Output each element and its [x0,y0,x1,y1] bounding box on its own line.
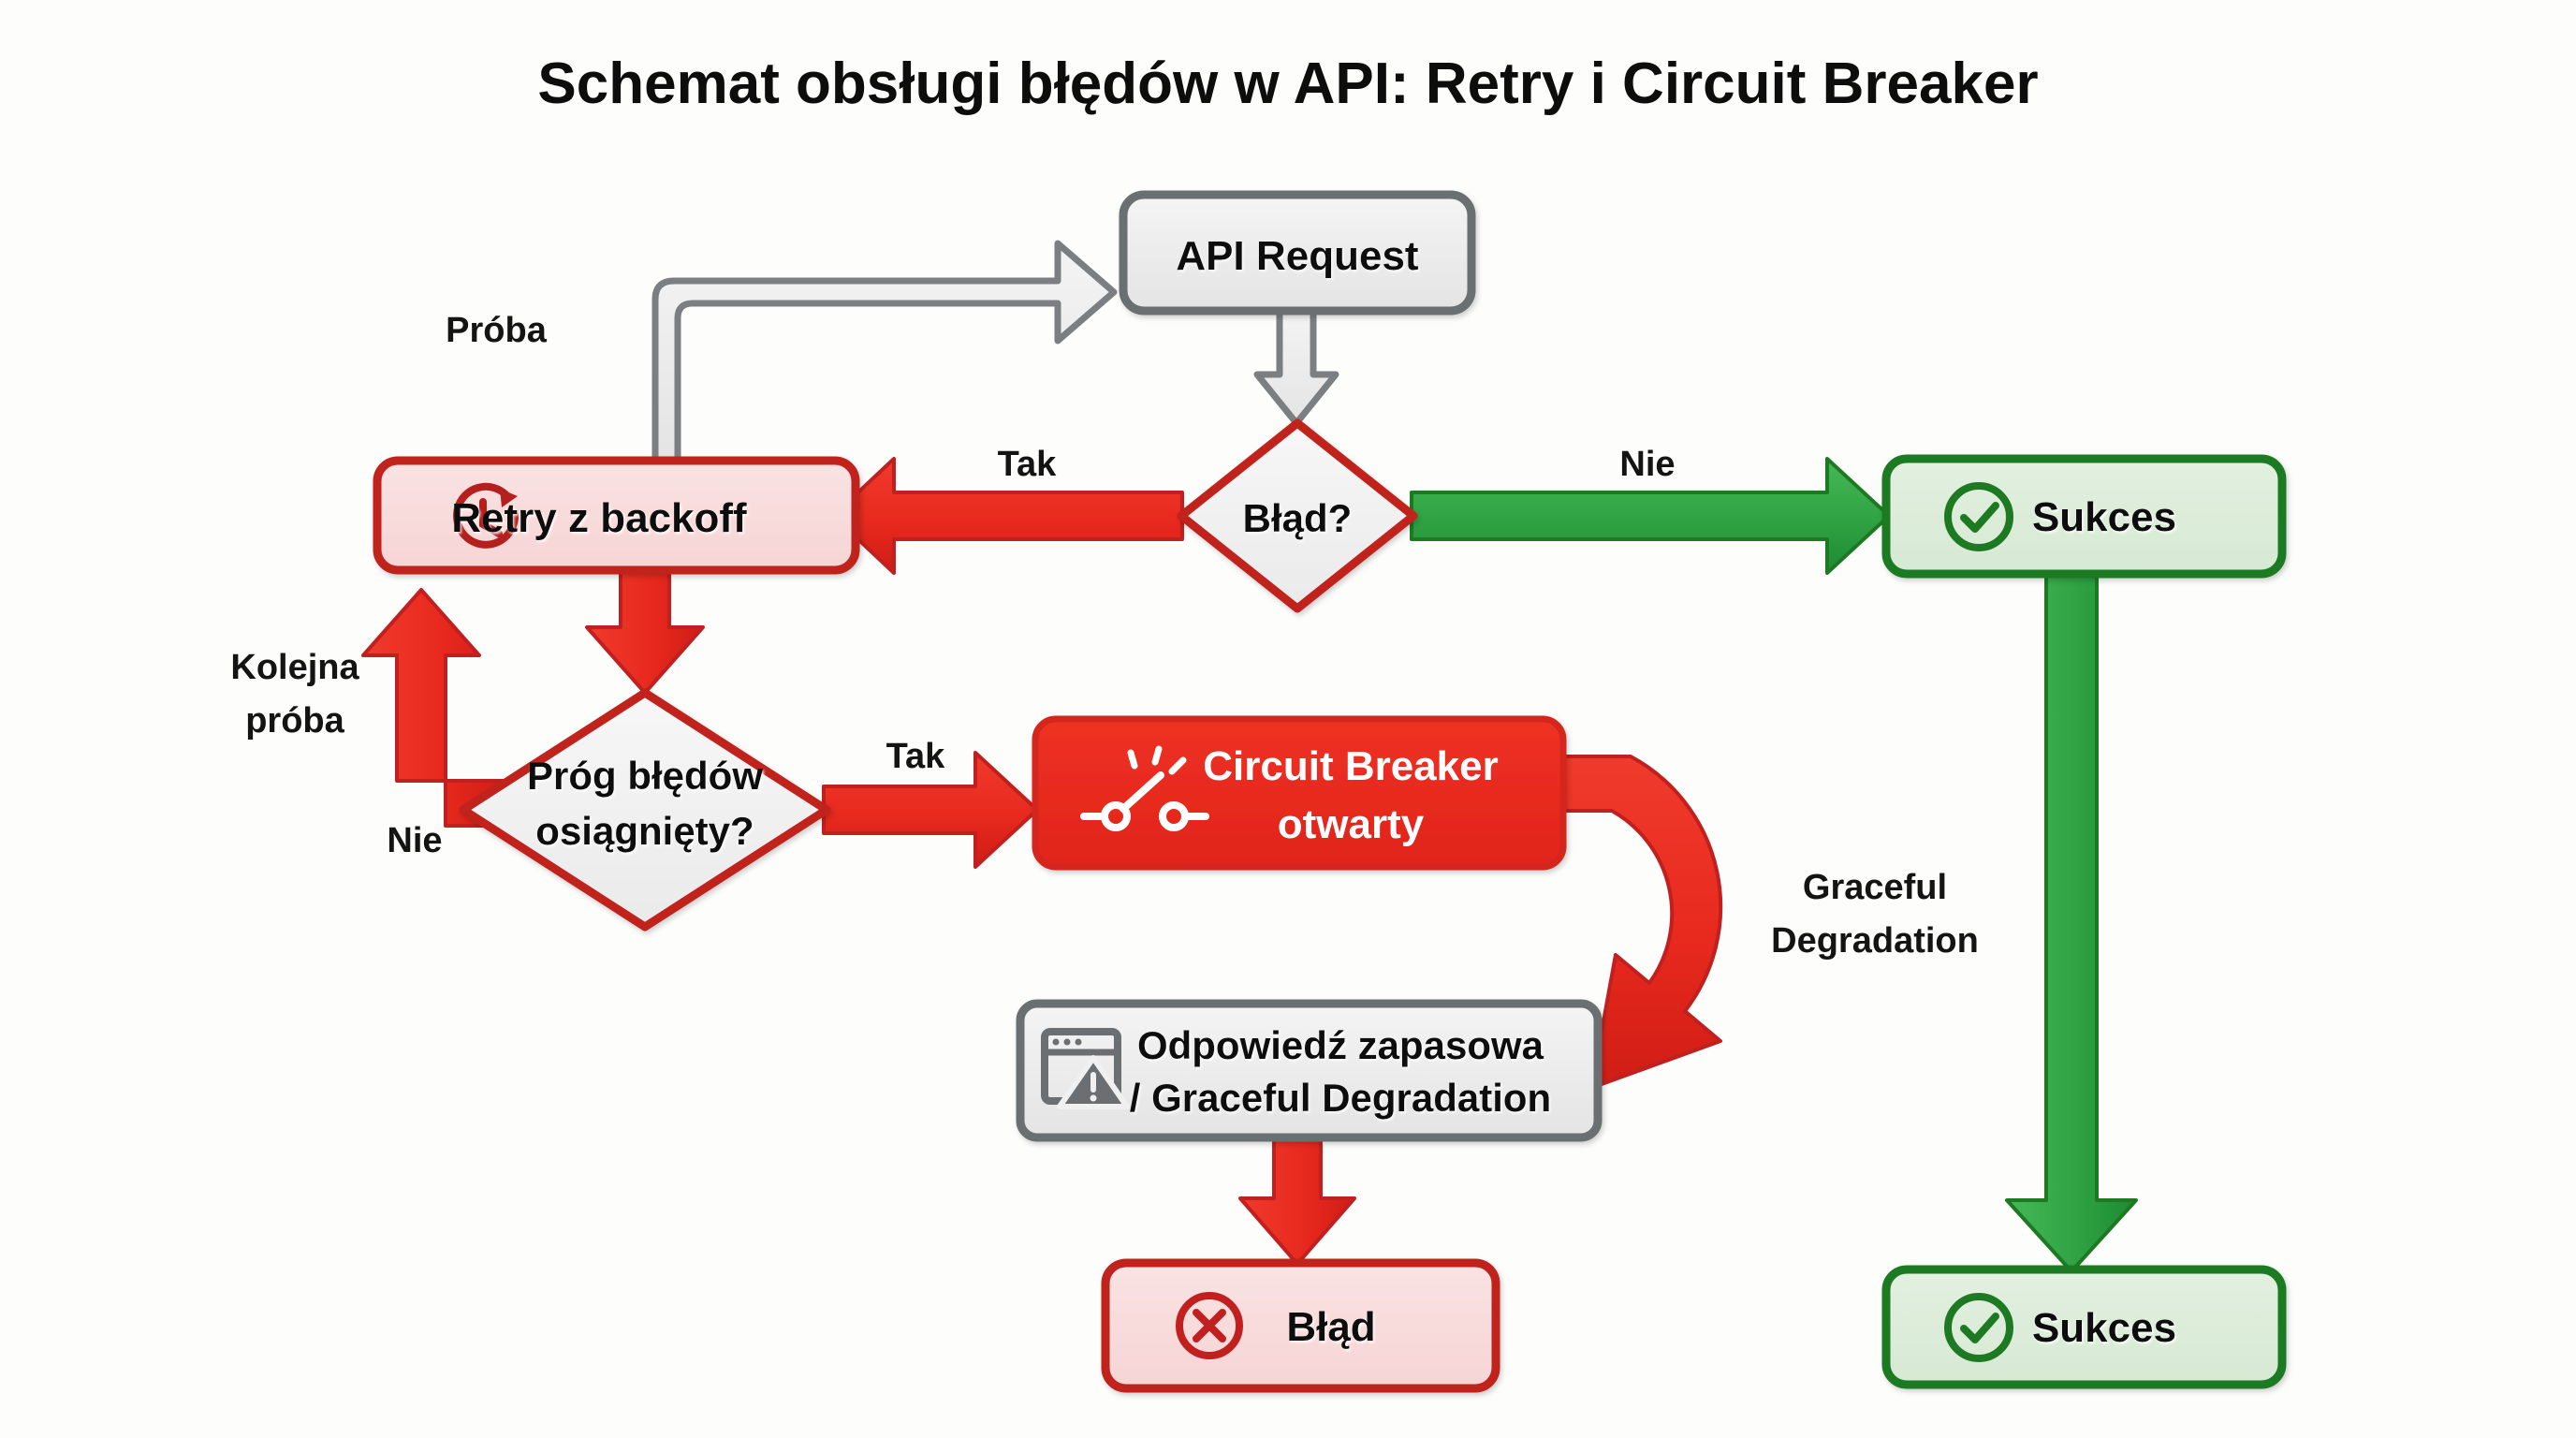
edge-label-tak-prog: Tak [886,737,946,776]
red-down-arrow-retry [585,562,705,695]
prog-bledow-label-line1: Próg błędów [527,754,763,798]
edge-label-kolejna-line1: Kolejna [230,648,359,687]
window-warning-icon [1041,1028,1130,1109]
page-title: Schemat obsługi błędów w API: Retry i Ci… [537,51,2038,116]
node-sukces-bottom[interactable]: Sukces [1881,1265,2287,1389]
red-right-arrow-cb [822,751,1039,869]
open-switch-icon [1080,745,1209,831]
edge-label-tak-decision: Tak [998,445,1058,484]
edge-label-graceful-line1: Graceful [1803,868,1947,907]
node-sukces-top[interactable]: Sukces [1881,454,2287,579]
edge-label-nie-decision: Nie [1619,445,1675,484]
node-prog-bledow[interactable]: Próg błędów osiągnięty? [459,688,831,932]
red-left-arrow [831,457,1184,575]
red-down-arrow-blad [1238,1136,1356,1266]
retry-backoff-label: Retry z backoff [451,495,747,541]
x-circle-icon [1176,1292,1243,1359]
gray-loopback-arrow [651,240,1118,464]
retry-clock-icon [453,482,520,549]
node-api-request[interactable]: API Request [1119,190,1476,315]
node-blad-decision[interactable]: Błąd? [1177,418,1418,613]
prog-bledow-label-line2: osiągnięty? [535,809,754,853]
edge-prog-to-circuit-breaker [822,751,1039,869]
edge-decision-to-retry [831,457,1184,575]
sukces-top-label: Sukces [2032,494,2176,540]
check-circle-icon [1944,1293,2013,1362]
api-request-box[interactable] [1119,190,1476,315]
circuit-breaker-label-line1: Circuit Breaker [1203,743,1498,789]
green-down-arrow [2005,572,2138,1273]
edge-label-graceful-line2: Degradation [1771,921,1979,961]
red-curved-arrow [1533,755,1723,1090]
prog-bledow-diamond[interactable] [459,688,831,932]
node-odpowiedz-zapasowa[interactable]: Odpowiedź zapasowa / Graceful Degradatio… [1016,999,1603,1142]
odpowiedz-zapasowa-label-line2: / Graceful Degradation [1130,1076,1551,1120]
sukces-bottom-label: Sukces [2032,1305,2176,1351]
edge-retry-to-prog [585,562,705,695]
blad-terminal-label: Błąd [1286,1304,1375,1350]
node-circuit-breaker[interactable]: Circuit Breaker otwarty [1032,715,1567,871]
gray-down-arrow [1253,305,1339,427]
check-circle-icon [1944,482,2013,551]
odpowiedz-zapasowa-box[interactable] [1016,999,1603,1142]
node-blad-terminal[interactable]: Błąd [1101,1258,1500,1393]
edge-label-nie-prog: Nie [387,821,442,860]
edge-decision-to-sukces [1410,457,1891,575]
edge-fallback-to-blad [1238,1136,1356,1266]
edge-sukces-top-to-bottom [2005,572,2138,1273]
blad-decision-diamond[interactable] [1177,418,1418,613]
edge-label-kolejna-line2: próba [245,701,344,741]
green-right-arrow [1410,457,1891,575]
circuit-breaker-label-line2: otwarty [1278,801,1425,847]
edge-api-request-to-decision [1253,305,1339,427]
api-request-label: API Request [1176,233,1419,279]
odpowiedz-zapasowa-label-line1: Odpowiedź zapasowa [1137,1023,1544,1067]
blad-decision-label: Błąd? [1243,496,1353,540]
edge-circuit-breaker-to-fallback [1533,755,1723,1090]
red-up-arrow-retry [361,588,507,828]
edge-retry-to-api-request [651,240,1118,464]
edge-label-proba: Próba [446,311,548,350]
node-retry-backoff[interactable]: Retry z backoff [373,456,860,575]
edge-prog-no-to-retry [361,588,507,828]
circuit-breaker-box[interactable] [1032,715,1567,871]
